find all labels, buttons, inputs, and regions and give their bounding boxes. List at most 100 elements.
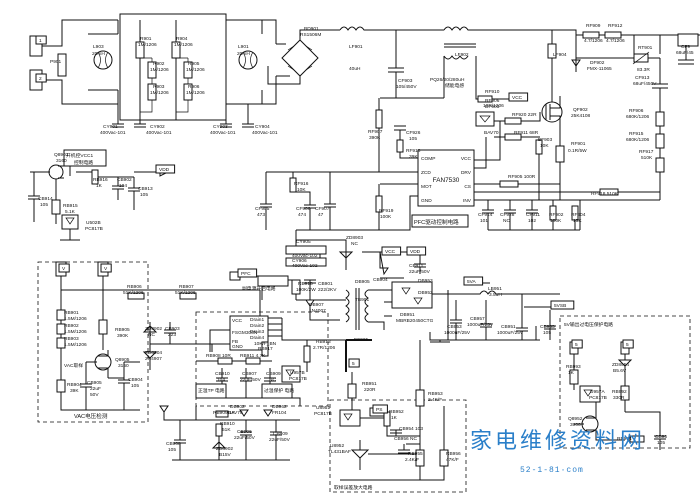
connector-label: 5VA [467, 279, 477, 285]
label-df903: DF903 [485, 104, 500, 110]
label-rb910v: 51K [222, 427, 231, 433]
label-cb905v: 22uF [90, 386, 101, 392]
connector-p5va: 5VA [463, 276, 484, 286]
label-cf928: CF928 [500, 212, 515, 218]
label-u8951: U8951 [316, 405, 330, 411]
label-zd8902v: NC [148, 332, 155, 338]
label-cb905vv: 50V [90, 392, 99, 398]
label-cb957v: 1000uF/25V [467, 322, 494, 328]
connector-p2: 2 [35, 73, 47, 83]
connector-pvdd2: VDD [406, 246, 427, 256]
label-rb906: RB906 [127, 284, 142, 290]
label-rb956: RB956 [446, 451, 461, 457]
label-rf909v: 4.7/1206 [584, 38, 603, 44]
label-cb901: CB901 [318, 281, 333, 287]
label-rt901v: 83.3R [637, 67, 650, 73]
label-cf906v: 474 [298, 212, 306, 218]
connector-label: 5 [352, 361, 355, 367]
label-qf902: QF902 [573, 107, 588, 113]
pwm-pin-4: Drain4 [250, 335, 264, 341]
label-rf904: RF904 [571, 212, 586, 218]
label-rb904: RB904 [67, 382, 82, 388]
label-cy902: CY902 [150, 124, 165, 130]
label-r905: R905 [188, 61, 200, 67]
label-r901: R901 [140, 36, 152, 42]
connector-p5r2: 5 [622, 339, 634, 349]
label-cy905: CY905 [296, 239, 311, 245]
pfc-pin-drv: DRV [461, 170, 472, 176]
label-cb903: CB903 [165, 326, 180, 332]
label-cb951: CB951 [501, 324, 516, 330]
watermark-url: 52-1-81·com [520, 466, 584, 475]
label-cb904b: CB904 [128, 377, 143, 383]
connector-label: V [62, 266, 66, 272]
label-cb909v: NC [269, 377, 276, 383]
pfc-pin-inv: INV [463, 198, 472, 204]
pwm-ic-name: FSGM300N [232, 330, 258, 336]
label-u957a: U957A [590, 389, 605, 395]
label-rb902v: 1.5M/1206 [64, 329, 87, 335]
label-rb917: RB917 [258, 346, 273, 352]
connector-label: 2 [39, 76, 42, 82]
label-cb910: CB910 [215, 371, 230, 377]
label-rb956v: 47K/F [446, 457, 459, 463]
label-rb901v: 1.5M/1206 [64, 316, 87, 322]
label-cb955v: 105 [543, 330, 551, 336]
error-amp-section [329, 340, 467, 493]
label-cy904v: 400Vac-101 [252, 130, 278, 136]
label-q8901: Q8901 [54, 152, 69, 158]
label-df902: DF902 [590, 60, 605, 66]
label-cf903v: 105/450V [396, 84, 417, 90]
label-tb901: TB901 [355, 297, 369, 303]
label-rb951: RB951 [362, 381, 377, 387]
label-cb955: CB955 [540, 324, 555, 330]
label-zd8954: ZD8954 [612, 362, 629, 368]
label-rf910: RF910 [485, 89, 500, 95]
connector-label: 5VSB [554, 303, 566, 309]
label-cb902: CB902 [117, 177, 132, 183]
label-u957b: U957B [290, 370, 305, 376]
transformer-section [345, 281, 560, 372]
label-cy901v: 400Vac-101 [100, 130, 126, 136]
label-cy903: CY903 [213, 124, 228, 130]
connector-pvin2: V [100, 263, 112, 273]
label-bf903: BF903 [538, 137, 552, 143]
label-rb903: RB903 [64, 336, 79, 342]
label-cb908v: 105 [168, 447, 176, 453]
note-vac-detect: VAC电压检测 [74, 412, 108, 420]
label-rf916: RF916 [294, 181, 309, 187]
label-cf907: CF907 [315, 206, 330, 212]
label-u502b: U502B [86, 220, 101, 226]
label-rf917: RF917 [639, 149, 654, 155]
label-q8905: Q8905 [115, 357, 130, 363]
label-db962: DB962 [272, 404, 287, 410]
label-rb906v: 51K/1206 [123, 290, 144, 296]
label-rb953: RB953 [428, 391, 443, 397]
label-cb911v: 22uF/50V [409, 269, 431, 275]
label-l903: L903 [93, 44, 104, 50]
label-cb904bv: 105 [131, 383, 139, 389]
label-cb907v: 22uF/50V [240, 377, 262, 383]
connector-pvdd: VDD [155, 164, 176, 174]
label-vac1: VAC取样 [64, 362, 83, 369]
label-cb907: CB907 [242, 371, 257, 377]
label-cf914: CF914 [478, 212, 493, 218]
pfc-pin-vcc: VCC [461, 156, 472, 162]
pwm-ic: FSGM300N Drain1 Drain2 Drain3 Drain4 FB … [232, 317, 264, 350]
label-qf902v: 25K4108 [571, 113, 591, 119]
pwm-pin-gnd: GND [232, 344, 243, 350]
label-db951: DB951 [400, 312, 415, 318]
label-r902v: 1M/1206 [150, 67, 169, 73]
label-r904v: 1M/1206 [174, 42, 193, 48]
label-db907v: 1N4007 [309, 308, 326, 314]
connector-label: 5 [575, 342, 578, 348]
label-rf920: RF920 22R [512, 112, 537, 118]
note-standby-vcc2: 控制电路 [74, 159, 93, 166]
label-cb910v: 104 [217, 377, 225, 383]
label-cy906: CY906 [292, 258, 307, 264]
label-rb909: RB909 1K [213, 410, 236, 416]
label-cf9xv: 68uF/45 [676, 50, 694, 56]
label-cy902v: 400Vac-101 [146, 130, 172, 136]
label-cb909b: CB909 [273, 431, 288, 437]
